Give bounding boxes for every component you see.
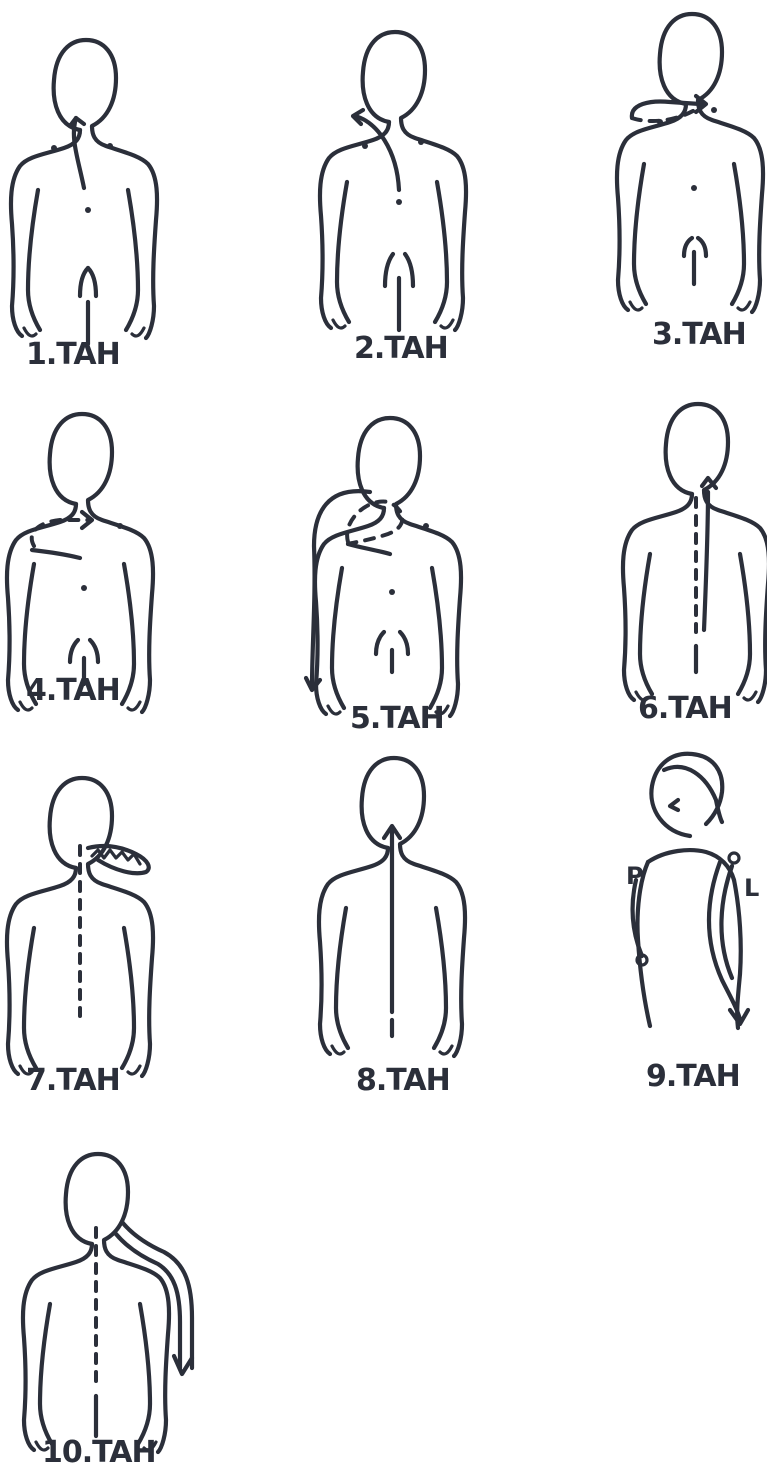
panel-6-caption: 6.TAH	[638, 691, 732, 726]
panel-2-caption: 2.TAH	[354, 331, 448, 366]
panel-1	[11, 40, 157, 344]
panel-5-caption: 5.TAH	[350, 701, 444, 736]
panel-9: P L	[626, 754, 759, 1028]
panel-9-right-marker: L	[744, 874, 759, 902]
panel-4	[7, 414, 153, 712]
panel-2	[320, 32, 466, 330]
panel-8-caption: 8.TAH	[356, 1063, 450, 1098]
panel-4-caption: 4.TAH	[26, 673, 120, 708]
panel-6	[623, 404, 767, 702]
panel-9-caption: 9.TAH	[646, 1059, 740, 1094]
panel-3-caption: 3.TAH	[652, 317, 746, 352]
panel-5	[306, 418, 461, 716]
panel-10	[23, 1154, 192, 1452]
panel-3	[617, 14, 763, 312]
panel-7-caption: 7.TAH	[26, 1063, 120, 1098]
panel-1-caption: 1.TAH	[26, 337, 120, 372]
panel-9-left-marker: P	[626, 862, 644, 890]
panel-7	[7, 778, 153, 1076]
panel-10-caption: 10.TAH	[42, 1435, 156, 1470]
panel-8	[319, 758, 465, 1056]
